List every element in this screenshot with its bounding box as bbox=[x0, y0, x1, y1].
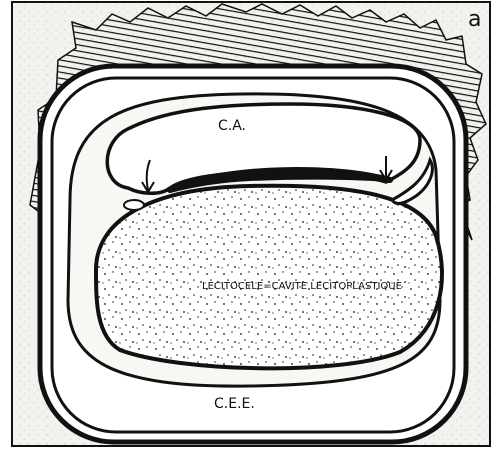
yolk-sac-dots bbox=[96, 186, 442, 369]
left-flap bbox=[124, 200, 144, 210]
label-extraembryonic-coelom: C.E.E. bbox=[214, 396, 255, 412]
panel-letter: a bbox=[468, 7, 481, 32]
label-amniotic-cavity: C.A. bbox=[218, 118, 246, 134]
label-yolk-region: LECITOCELE=CAVITE LECITOPLASTIQUE bbox=[202, 281, 402, 292]
